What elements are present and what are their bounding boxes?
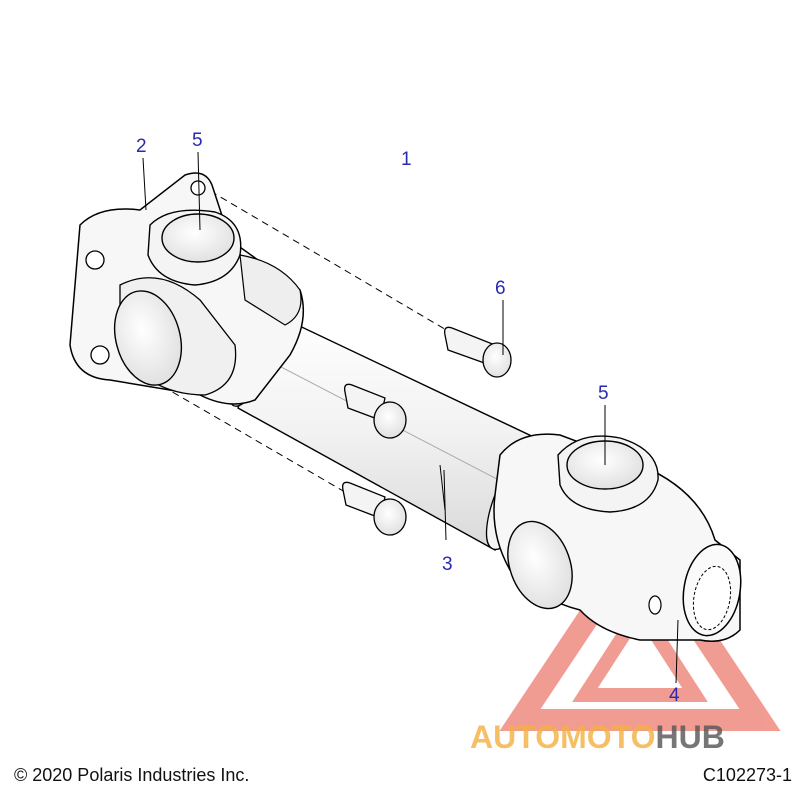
callout-1: 1 bbox=[401, 149, 412, 170]
watermark-text: AUTOMOTOHUB bbox=[470, 719, 725, 755]
callout-5-lower: 5 bbox=[598, 383, 609, 404]
bolt-upper bbox=[444, 326, 512, 378]
callout-3: 3 bbox=[442, 554, 453, 575]
flange-yoke bbox=[69, 172, 305, 405]
bolt-middle bbox=[344, 383, 407, 439]
slip-yoke bbox=[493, 433, 742, 642]
leader-lines bbox=[142, 151, 679, 684]
callout-4: 4 bbox=[669, 685, 680, 706]
callout-5-upper: 5 bbox=[192, 130, 203, 151]
callout-2: 2 bbox=[136, 136, 147, 157]
callout-6: 6 bbox=[495, 278, 506, 299]
copyright-text: © 2020 Polaris Industries Inc. bbox=[14, 765, 250, 785]
drawing-id: C102273-1 bbox=[702, 765, 792, 785]
bolt-lower bbox=[342, 481, 407, 536]
